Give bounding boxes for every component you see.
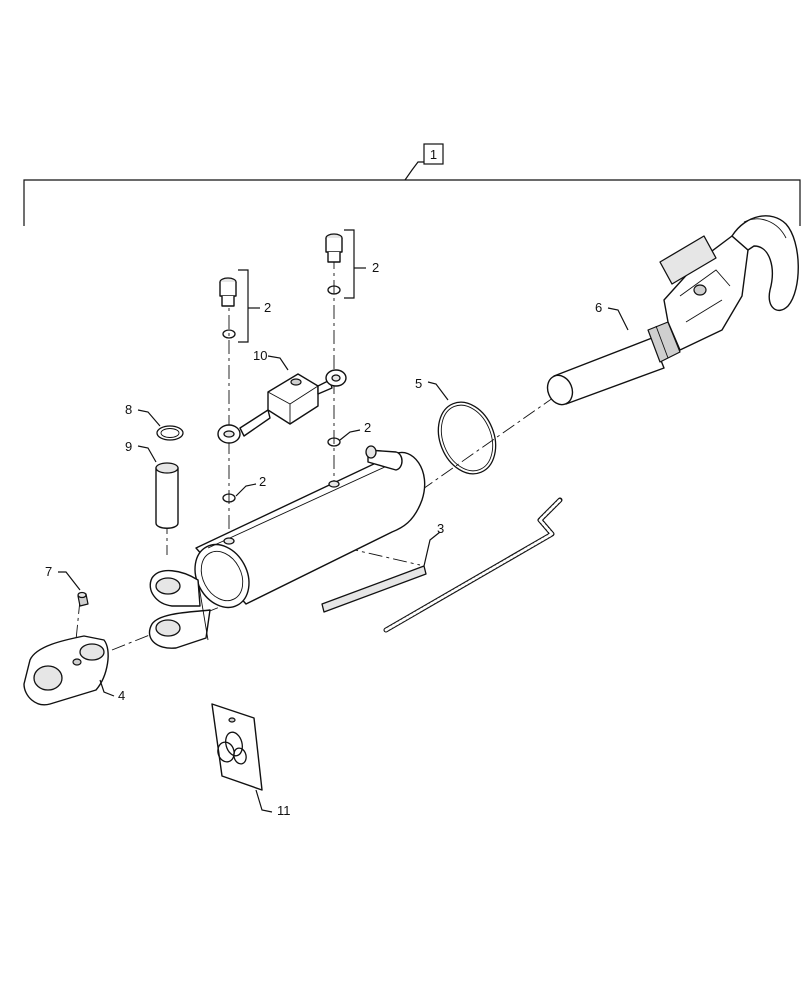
callout-leader-10: [267, 355, 289, 371]
callout-5: 5: [415, 376, 422, 391]
callout-4: 4: [118, 688, 125, 703]
banjo-bolt-left: [219, 277, 237, 307]
valve-block: [217, 369, 347, 444]
callout-11: 11: [277, 803, 291, 818]
decal-strip: [321, 565, 427, 613]
callout-leader-2c: [339, 429, 361, 441]
seal-ring-left-top: [222, 329, 236, 339]
callout-2c: 2: [364, 420, 371, 435]
bent-rod: [383, 497, 563, 633]
clevis: [23, 635, 109, 706]
banjo-bolt-right: [325, 233, 343, 263]
callout-2b: 2: [372, 260, 379, 275]
callout-leader-3: [423, 531, 441, 567]
seal-ring-left-bottom: [222, 493, 236, 503]
callout-leader-7: [58, 571, 81, 591]
callout-6: 6: [595, 300, 602, 315]
callout-leader-8: [137, 409, 161, 427]
callout-10: 10: [253, 348, 267, 363]
callout-3: 3: [437, 521, 444, 536]
seal-bag: [211, 703, 263, 791]
callout-2d: 2: [259, 474, 266, 489]
seal-ring-right-top: [327, 285, 341, 295]
large-o-ring-inner: [440, 404, 494, 472]
callout-1: 1: [430, 147, 437, 162]
callout-leader-11: [255, 789, 273, 813]
large-o-ring: [437, 401, 497, 475]
callout-leader-6: [607, 307, 629, 331]
grease-fitting: [77, 591, 89, 607]
callout-leader-5: [427, 381, 449, 401]
retaining-ring-inner: [160, 428, 180, 438]
callout-7: 7: [45, 564, 52, 579]
hook-assembly: [546, 215, 799, 406]
seal-ring-right-bottom: [327, 437, 341, 447]
bracket-2-right: [344, 229, 355, 299]
callout-leader-4: [99, 679, 115, 697]
pin: [155, 462, 179, 529]
callout-8: 8: [125, 402, 132, 417]
fitting-centerline: [74, 599, 81, 651]
callout-9: 9: [125, 439, 132, 454]
decal-centerline: [319, 541, 421, 566]
assembly-label-box: [423, 143, 444, 165]
rod-end-yoke: [148, 570, 211, 649]
callout-2a: 2: [264, 300, 271, 315]
callout-leader-9: [137, 445, 157, 463]
bracket-2-left: [238, 269, 249, 343]
hydraulic-cylinder-body: [194, 445, 426, 609]
callout-leader-2d: [235, 483, 257, 497]
retaining-ring: [156, 425, 184, 441]
assembly-bracket: [23, 161, 801, 226]
